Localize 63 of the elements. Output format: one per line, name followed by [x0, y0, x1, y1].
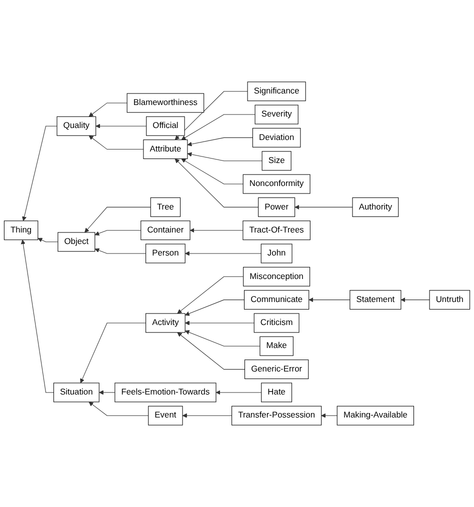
arrow — [400, 298, 430, 302]
node-box: Situation — [53, 382, 100, 402]
node-box: Deviation — [252, 128, 301, 148]
arrow — [177, 276, 244, 314]
arrow — [308, 298, 350, 302]
arrow — [177, 332, 246, 370]
arrow — [187, 137, 253, 146]
arrow — [88, 102, 128, 117]
node-box: Nonconformity — [242, 174, 310, 194]
node-box: Severity — [254, 104, 298, 124]
node-box: Quality — [56, 116, 96, 136]
node-box: Activity — [146, 313, 186, 333]
node-box: Make — [260, 336, 294, 356]
node-box: Event — [148, 406, 183, 426]
arrow — [84, 206, 151, 233]
node-box: Significance — [247, 82, 306, 102]
node-box: John — [260, 244, 292, 264]
arrow — [174, 158, 259, 208]
node-box: Object — [58, 232, 96, 252]
node-box: Hate — [261, 382, 292, 402]
node-box: Container — [140, 220, 190, 240]
node-box: Criticism — [254, 313, 300, 333]
node-box: Power — [258, 197, 296, 217]
node-box: Tract-Of-Trees — [242, 220, 310, 240]
arrow — [174, 91, 248, 140]
arrow — [190, 228, 244, 233]
node-box: Transfer-Possession — [232, 406, 322, 426]
node-box: Person — [146, 244, 186, 264]
node-box: Blameworthiness — [126, 93, 204, 113]
node-box: Thing — [4, 220, 38, 240]
node-box: Communicate — [244, 290, 310, 310]
node-box: Tree — [150, 197, 181, 217]
arrow — [321, 413, 338, 418]
node-box: Authority — [352, 197, 399, 217]
node-box: Untruth — [429, 290, 470, 310]
arrow — [98, 390, 116, 395]
node-box: Statement — [350, 290, 402, 310]
arrow — [216, 390, 262, 395]
arrow — [184, 251, 262, 256]
arrow — [88, 402, 149, 416]
arrow — [294, 204, 353, 210]
arrow — [96, 124, 147, 128]
arrow — [184, 330, 260, 346]
arrow — [184, 320, 254, 326]
arrow — [181, 114, 256, 140]
arrow — [20, 240, 54, 393]
arrow — [88, 135, 144, 150]
node-box: Official — [146, 116, 185, 136]
arrow — [80, 322, 146, 384]
arrow — [182, 413, 232, 418]
arrow — [38, 238, 58, 242]
node-box: Feels-Emotion-Towards — [114, 382, 216, 402]
arrow — [181, 158, 244, 184]
arrow — [94, 230, 142, 236]
node-box: Size — [262, 151, 292, 171]
node-box: Misconception — [243, 266, 310, 286]
node-box: Attribute — [143, 140, 188, 160]
arrow — [187, 152, 262, 162]
arrow — [94, 248, 146, 254]
node-box: Making-Available — [336, 406, 414, 426]
arrow — [184, 300, 245, 316]
node-box: Generic-Error — [244, 360, 309, 380]
arrow — [22, 126, 58, 222]
